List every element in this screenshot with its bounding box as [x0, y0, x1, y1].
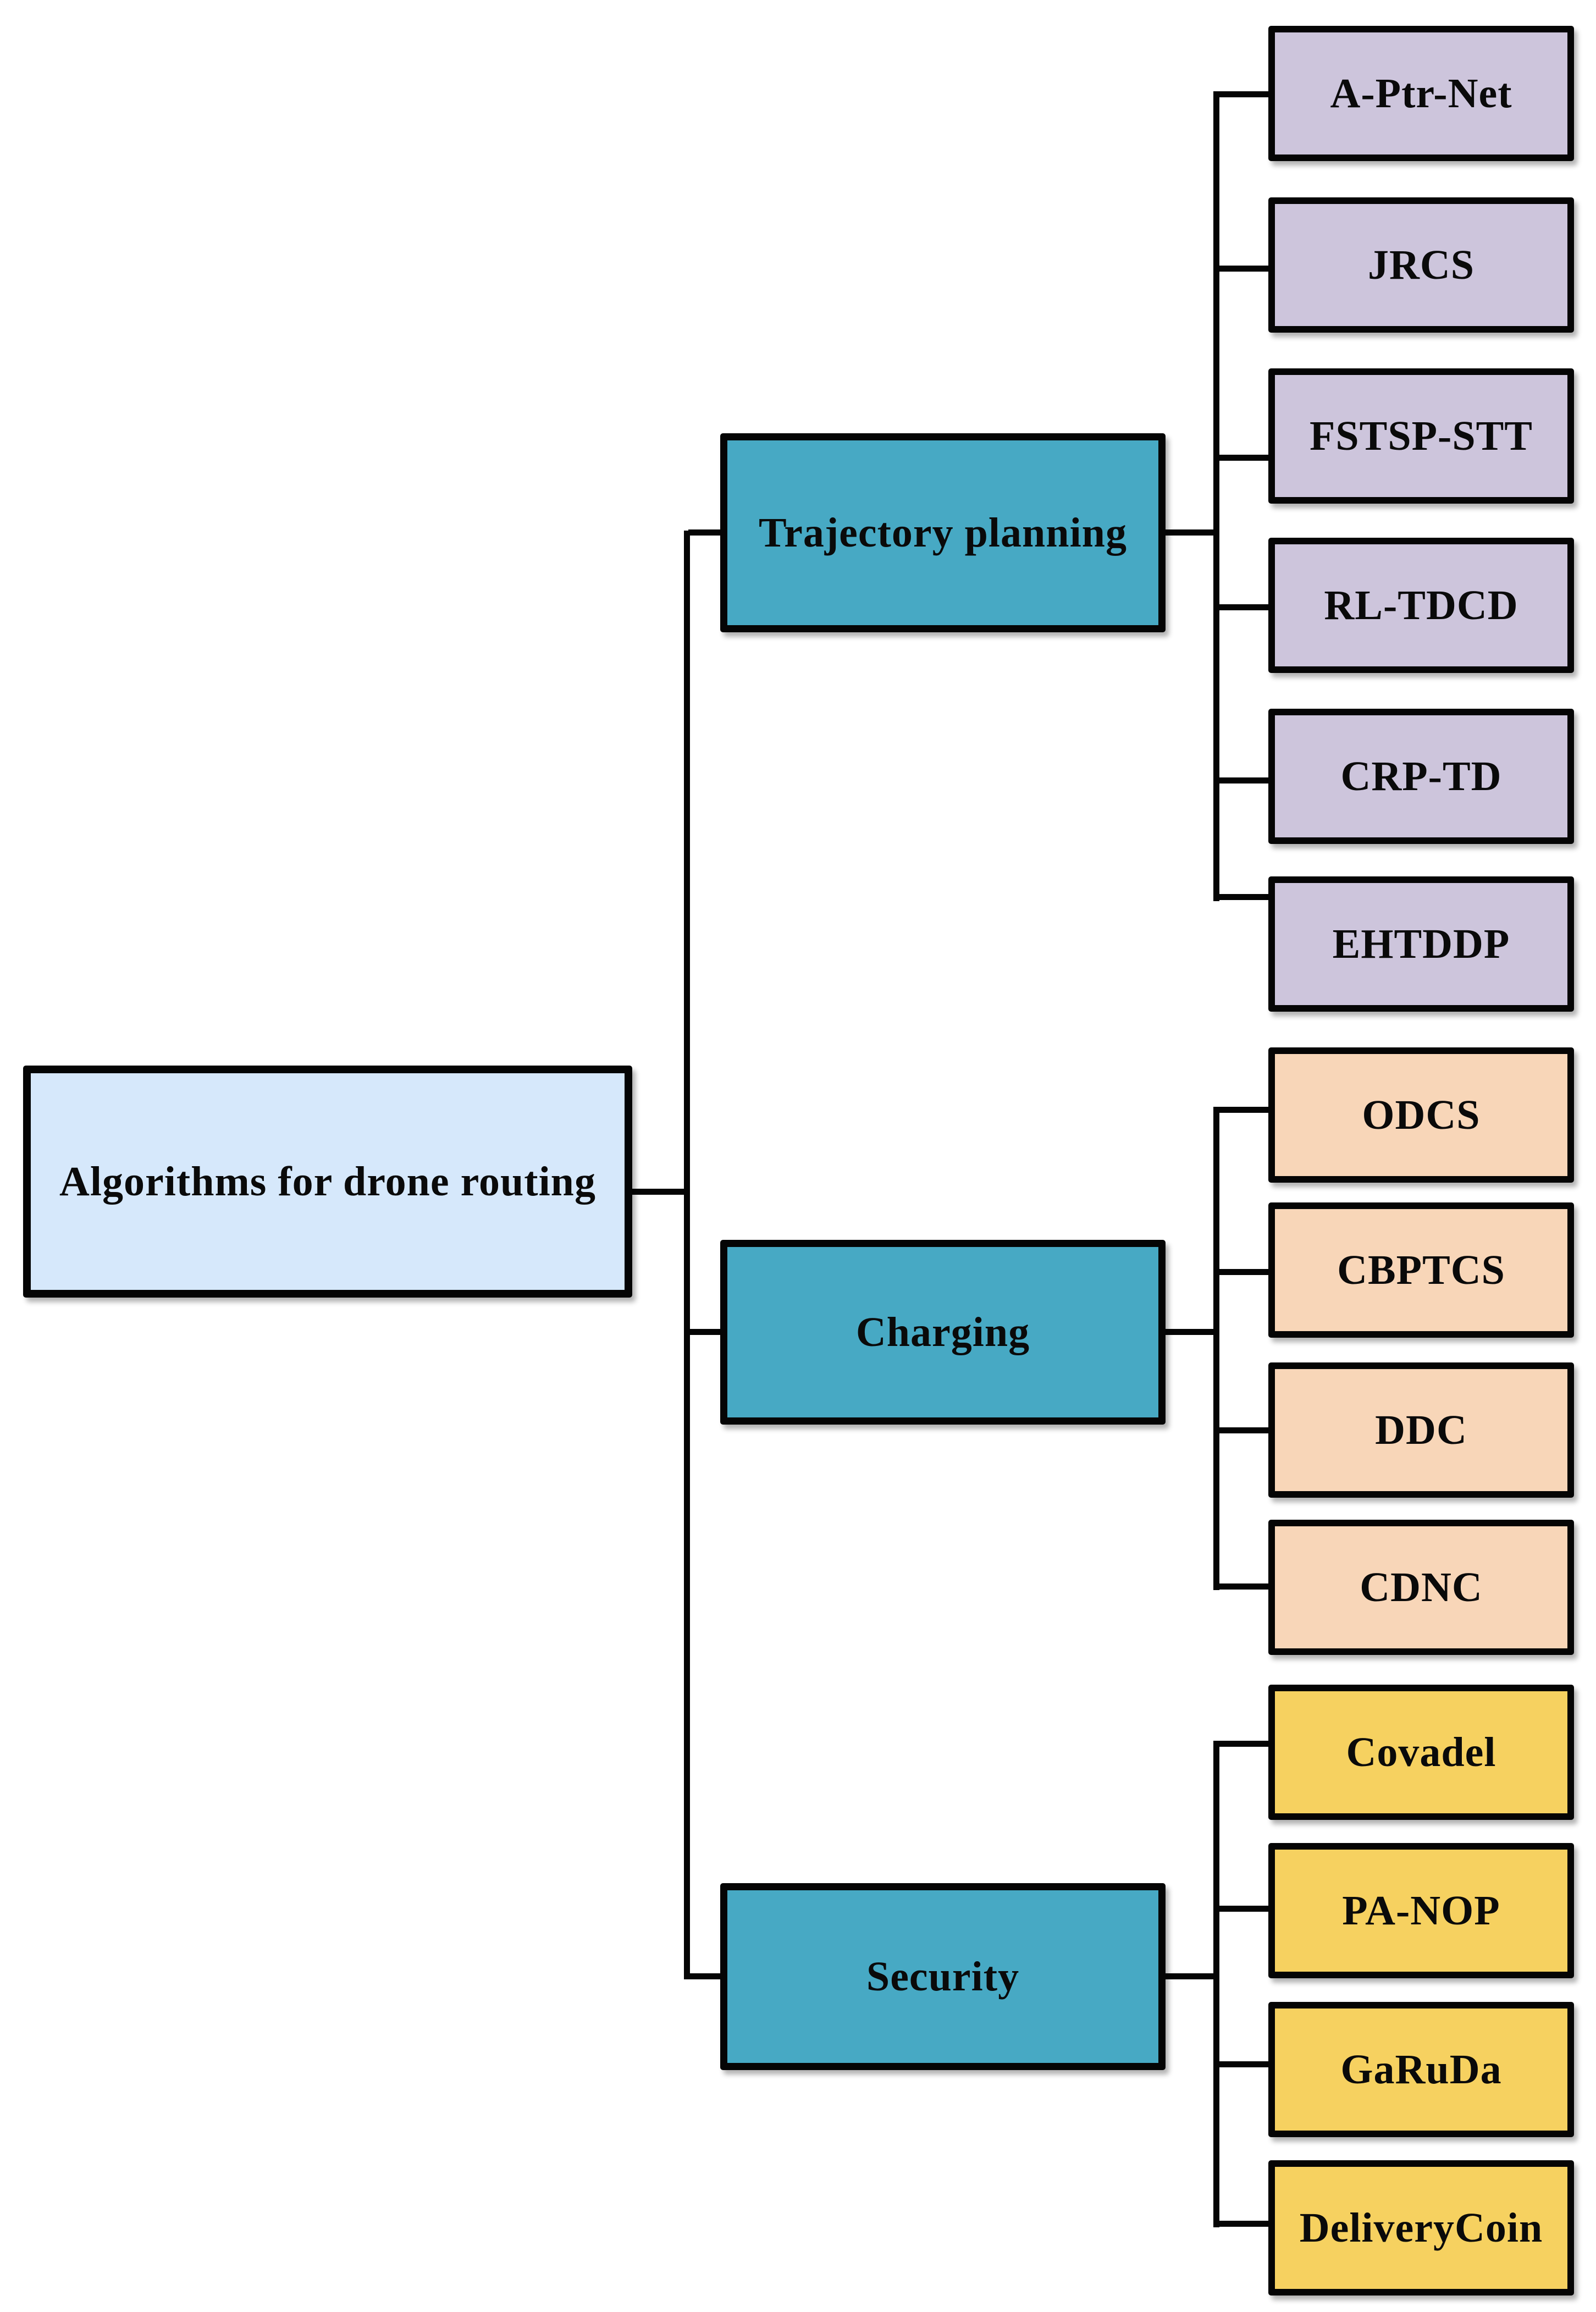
leaf-node-rl-tdcd: RL-TDCD	[1268, 538, 1574, 673]
connector-trunk-to-charging	[688, 1329, 722, 1335]
connector-leaf-rl-tdcd	[1213, 604, 1272, 610]
connector-leaf-odcs	[1213, 1107, 1272, 1113]
leaf-node-cdnc: CDNC	[1268, 1520, 1574, 1655]
connector-elbow-charging-group	[1213, 1107, 1219, 1590]
connector-leaf-covadel	[1213, 1741, 1272, 1747]
branch-node-charging: Charging	[720, 1240, 1166, 1425]
connector-leaf-deliverycoin	[1213, 2221, 1272, 2227]
connector-leaf-cdnc	[1213, 1583, 1272, 1590]
leaf-node-deliverycoin: DeliveryCoin	[1268, 2160, 1574, 2296]
connector-leaf-ehtddp	[1213, 894, 1272, 900]
leaf-node-covadel: Covadel	[1268, 1685, 1574, 1820]
connector-leaf-ddc	[1213, 1427, 1272, 1433]
connector-root-to-trunk	[631, 1189, 686, 1195]
connector-trunk-vertical	[684, 531, 690, 1979]
branch-node-trajectory-planning: Trajectory planning	[720, 433, 1166, 632]
connector-leaf-cbptcs	[1213, 1269, 1272, 1275]
connector-charging-to-elbow	[1163, 1329, 1217, 1335]
leaf-node-pa-nop: PA-NOP	[1268, 1843, 1574, 1978]
leaf-node-garuda: GaRuDa	[1268, 2002, 1574, 2137]
leaf-node-jrcs: JRCS	[1268, 197, 1574, 333]
leaf-node-ehtddp: EHTDDP	[1268, 876, 1574, 1012]
connector-trunk-to-trajectory	[688, 529, 722, 536]
leaf-node-fstsp-stt: FSTSP-STT	[1268, 368, 1574, 504]
connector-security-to-elbow	[1163, 1973, 1217, 1979]
leaf-node-crp-td: CRP-TD	[1268, 709, 1574, 844]
leaf-node-a-ptr-net: A-Ptr-Net	[1268, 26, 1574, 161]
connector-leaf-jrcs	[1213, 266, 1272, 272]
leaf-node-odcs: ODCS	[1268, 1047, 1574, 1183]
connector-elbow-security-group	[1213, 1741, 1219, 2227]
root-node-algorithms-for-drone-routing: Algorithms for drone routing	[23, 1066, 632, 1298]
connector-elbow-trajectory-group	[1213, 92, 1219, 901]
connector-leaf-garuda	[1213, 2061, 1272, 2067]
connector-trunk-to-security	[688, 1973, 722, 1979]
connector-leaf-a-ptr-net	[1213, 91, 1272, 97]
leaf-node-cbptcs: CBPTCS	[1268, 1202, 1574, 1338]
connector-leaf-crp-td	[1213, 777, 1272, 783]
connector-trajectory-to-elbow	[1163, 529, 1217, 536]
branch-node-security: Security	[720, 1883, 1166, 2070]
connector-leaf-fstsp-stt	[1213, 455, 1272, 461]
leaf-node-ddc: DDC	[1268, 1362, 1574, 1498]
connector-leaf-pa-nop	[1213, 1906, 1272, 1912]
